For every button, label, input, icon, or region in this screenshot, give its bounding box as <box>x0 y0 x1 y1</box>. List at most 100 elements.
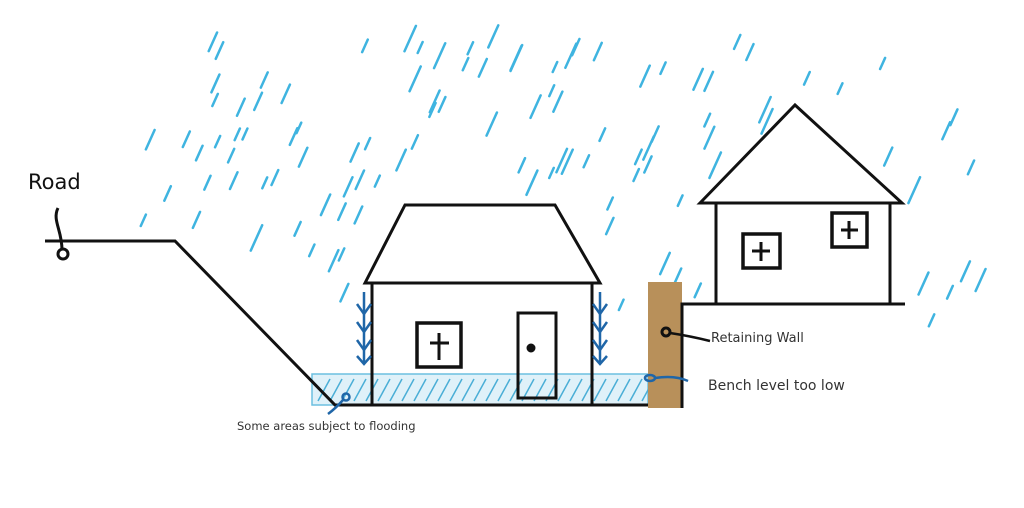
hatch-line <box>449 378 463 402</box>
rain-streak <box>708 151 723 180</box>
rain-streak <box>249 223 264 252</box>
rain-streak <box>211 92 220 108</box>
rain-streak <box>339 282 350 303</box>
rain-streak <box>226 147 236 164</box>
rain-streak <box>703 70 715 93</box>
rain-streak <box>194 144 204 162</box>
rain-streak <box>485 111 499 137</box>
rain-streak <box>555 147 569 174</box>
rain-streak <box>288 126 299 147</box>
rain-streak <box>509 44 523 72</box>
hatch-line <box>425 378 439 402</box>
hatch-line <box>437 378 451 402</box>
rain-streak <box>241 127 249 141</box>
rain-streak <box>949 108 959 127</box>
house-high <box>696 102 906 306</box>
rain-streak <box>517 156 527 174</box>
rain-streak <box>974 267 987 293</box>
rain-streak <box>966 159 976 176</box>
rain-streak <box>354 169 366 191</box>
rain-streak <box>360 38 370 54</box>
rain-streak <box>163 184 173 202</box>
rain-streak <box>617 298 625 312</box>
rain-streak <box>259 71 269 89</box>
bench-level-label: Bench level too low <box>708 378 845 394</box>
rain-streak <box>659 61 667 76</box>
hatch-line <box>461 378 475 402</box>
rain-streak <box>410 133 420 150</box>
rain-streak <box>293 220 302 237</box>
rain-streak <box>139 213 148 228</box>
house-low <box>362 203 603 407</box>
flooding-pointer-dot <box>341 392 351 402</box>
hatch-line <box>497 378 511 402</box>
rain-streak <box>144 128 156 151</box>
rain <box>139 24 987 328</box>
rain-streak <box>416 40 424 55</box>
rain-streak <box>959 260 972 283</box>
hatch-line <box>629 378 643 402</box>
hatch-line <box>377 378 391 402</box>
retaining-wall-label: Retaining Wall <box>711 331 804 346</box>
rain-streak <box>395 148 407 172</box>
hatch-line <box>509 378 523 402</box>
rain-streak <box>337 202 347 222</box>
rain-streak <box>802 70 811 86</box>
rain-streak <box>606 196 615 211</box>
runoff-arrows <box>355 292 609 366</box>
rain-streak <box>487 24 500 49</box>
rain-streak <box>408 65 422 93</box>
rain-streak <box>941 120 952 141</box>
hatch-line <box>569 378 583 402</box>
rain-streak <box>703 112 712 128</box>
rain-streak <box>760 107 774 135</box>
rain-streak <box>676 194 684 208</box>
hatch-line <box>389 378 403 402</box>
retaining-wall-pointer-dot <box>660 326 672 338</box>
rain-streak <box>525 169 539 197</box>
hatch-line <box>413 378 427 402</box>
rain-streak <box>917 271 930 296</box>
rain-streak <box>732 33 742 51</box>
rain-streak <box>437 95 447 114</box>
rain-streak <box>582 154 591 169</box>
rain-streak <box>551 60 559 74</box>
rain-streak <box>758 95 772 124</box>
rain-streak <box>213 134 222 149</box>
rain-streak <box>927 313 936 328</box>
rain-streak <box>428 89 441 114</box>
rain-streak <box>639 64 651 88</box>
rain-streak <box>633 148 643 166</box>
rain-streak <box>353 205 364 225</box>
rain-streak <box>295 121 303 135</box>
flooding-label: Some areas subject to flooding <box>237 419 416 433</box>
road-pin <box>54 207 64 251</box>
rain-streak <box>592 41 603 62</box>
rain-streak <box>466 40 475 56</box>
hatch-line <box>353 378 367 402</box>
hatch-line <box>317 378 331 402</box>
hatch-line <box>593 378 607 402</box>
rain-streak <box>703 125 716 150</box>
rain-streak <box>945 284 955 300</box>
rain-streak <box>477 57 489 78</box>
rain-streak <box>878 56 887 71</box>
rain-streak <box>548 84 556 98</box>
rain-streak <box>643 155 653 174</box>
rain-streak <box>882 146 894 167</box>
rain-streak <box>570 37 581 57</box>
hatch-line <box>473 378 487 402</box>
rain-streak <box>235 97 246 118</box>
rain-streak <box>428 101 437 119</box>
rain-streak <box>337 247 346 262</box>
road-label: Road <box>28 170 81 194</box>
flooding-pointer <box>327 399 344 415</box>
rain-streak <box>632 167 641 183</box>
rain-streak <box>210 73 221 94</box>
rain-streak <box>349 142 360 163</box>
rain-streak <box>280 83 292 105</box>
road-pin-head <box>56 247 70 261</box>
rain-streak <box>191 210 202 230</box>
rain-streak <box>529 94 542 120</box>
